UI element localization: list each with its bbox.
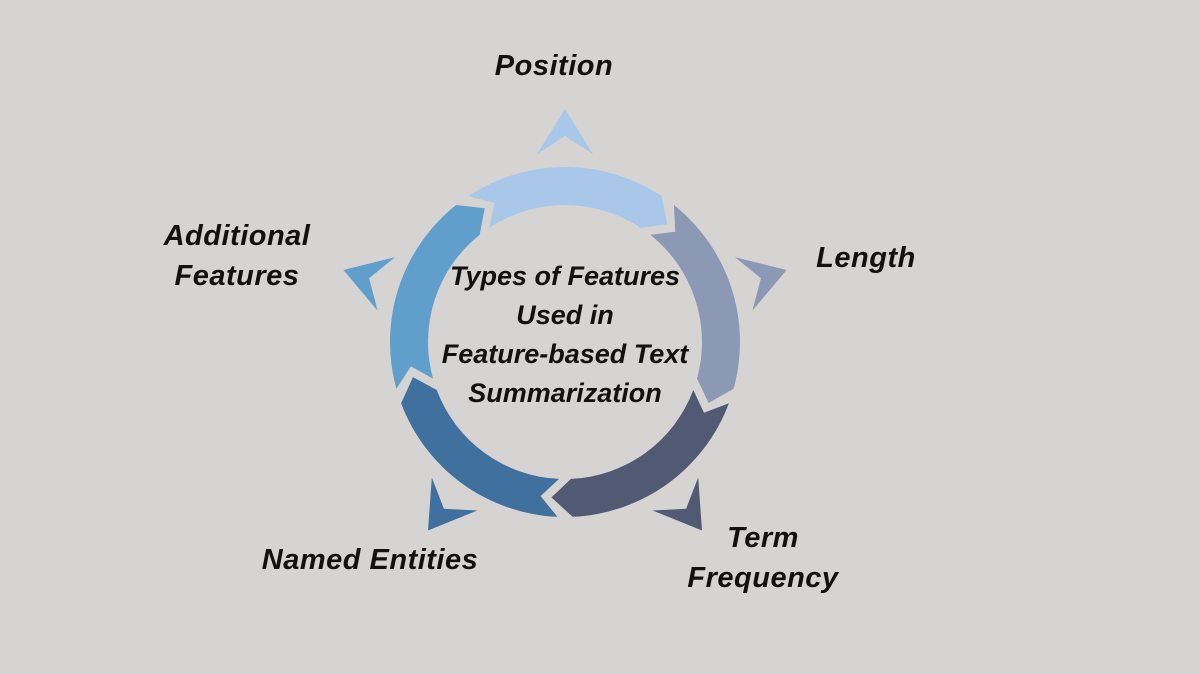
segment-arc-length bbox=[650, 205, 740, 403]
label-length: Length bbox=[816, 242, 916, 274]
arrowhead-icon-length bbox=[735, 257, 787, 311]
arrowhead-icon-named-entities bbox=[428, 477, 478, 531]
label-additional-features: Additional Features bbox=[163, 220, 311, 292]
diagram-title-line: Used in bbox=[516, 300, 614, 330]
diagram-title-line: Types of Features bbox=[449, 261, 681, 291]
diagram-title: Types of Features Used in Feature-based … bbox=[365, 257, 765, 413]
diagram-title-line: Feature-based Text bbox=[441, 339, 689, 369]
label-named-entities: Named Entities bbox=[261, 544, 479, 576]
arrowhead-icon-additional-features bbox=[343, 257, 395, 311]
segment-arc-named-entities bbox=[401, 377, 559, 517]
segment-arc-additional-features bbox=[390, 205, 485, 389]
segment-arc-term-frequency bbox=[551, 390, 729, 517]
label-position: Position bbox=[494, 50, 614, 82]
segment-arc-position bbox=[468, 167, 668, 228]
diagram-title-line: Summarization bbox=[468, 378, 662, 408]
arrowhead-icon-term-frequency bbox=[652, 477, 702, 531]
arrowhead-icon-position bbox=[536, 109, 594, 155]
label-term-frequency: Term Frequency bbox=[687, 522, 839, 594]
